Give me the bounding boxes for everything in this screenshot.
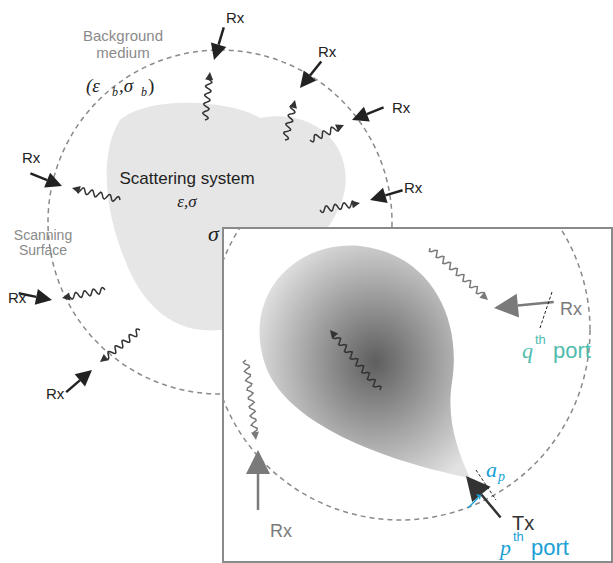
antenna-feed: [66, 380, 80, 392]
wave-head: [335, 125, 344, 132]
antenna-feed: [310, 61, 321, 75]
antenna-cone: [246, 450, 270, 474]
wave-head: [289, 100, 297, 109]
rx-label: Rx: [270, 522, 292, 542]
wave: [333, 335, 381, 391]
medium-params: (ε: [86, 76, 100, 97]
wave-head: [62, 293, 71, 301]
medium-params: ,σ: [119, 76, 133, 97]
antenna-cone: [370, 188, 388, 203]
wave: [243, 360, 257, 434]
incident-arrowhead: [476, 494, 481, 500]
antenna-cone: [35, 289, 52, 305]
wave-head: [205, 72, 213, 80]
antenna-cone: [300, 71, 316, 88]
superscript: th: [513, 530, 524, 544]
wave-head: [351, 200, 360, 208]
port-plane: [540, 292, 552, 328]
radiation-lobe: [260, 246, 470, 478]
inset-wave-arrows: [243, 248, 488, 440]
antenna-cone: [494, 294, 519, 318]
sigma-symbol: σ: [208, 222, 219, 246]
scanning-surface-zoom: [223, 228, 590, 520]
antenna-feed: [385, 190, 402, 195]
wave: [67, 288, 105, 300]
material-symbols: ε,σ: [177, 193, 196, 212]
antenna-feed: [257, 474, 260, 510]
subscript: p: [498, 469, 505, 484]
zoom-inset: [223, 228, 612, 562]
inset-antennas: [246, 294, 554, 518]
rx-label: Rx: [22, 150, 40, 167]
wave: [310, 127, 339, 142]
wave: [104, 329, 140, 359]
wave-head: [330, 330, 338, 339]
port-index: p: [500, 536, 511, 560]
superscript: th: [535, 333, 546, 347]
wave: [284, 105, 295, 140]
antenna-cone: [211, 42, 226, 60]
rx-label: Rx: [8, 290, 26, 307]
subscript: b: [141, 86, 147, 99]
rx-label: Rx: [392, 100, 410, 117]
antenna-feed: [30, 173, 47, 180]
scattering-system: Scattering system ε,σ: [112, 170, 262, 211]
wave-head: [251, 432, 259, 440]
medium-label: Background medium: [78, 28, 168, 61]
antenna-feed: [219, 27, 224, 44]
port-label: port: [531, 536, 569, 560]
rx-label: Rx: [560, 300, 582, 320]
wave: [77, 188, 120, 201]
medium-params: ): [148, 76, 154, 97]
wave-head: [72, 186, 81, 194]
incident-arrow: [468, 498, 478, 508]
wave-head: [479, 292, 488, 300]
wave: [320, 201, 354, 212]
wave-head: [100, 354, 109, 362]
port-label: port: [553, 339, 591, 363]
rx-label: Rx: [46, 386, 64, 403]
surface-label: Scanning Surface: [8, 228, 78, 259]
wave: [203, 78, 212, 120]
region-title: Scattering system: [119, 170, 254, 189]
wave-amplitude: a: [486, 458, 497, 482]
rx-label: Rx: [226, 10, 244, 27]
wave: [429, 248, 484, 296]
port-index: q: [522, 339, 533, 363]
subscript: b: [112, 86, 118, 99]
antenna-feed: [367, 107, 384, 114]
rx-label: Rx: [318, 44, 336, 61]
rx-label: Rx: [404, 180, 422, 197]
antenna-feed: [481, 494, 500, 517]
